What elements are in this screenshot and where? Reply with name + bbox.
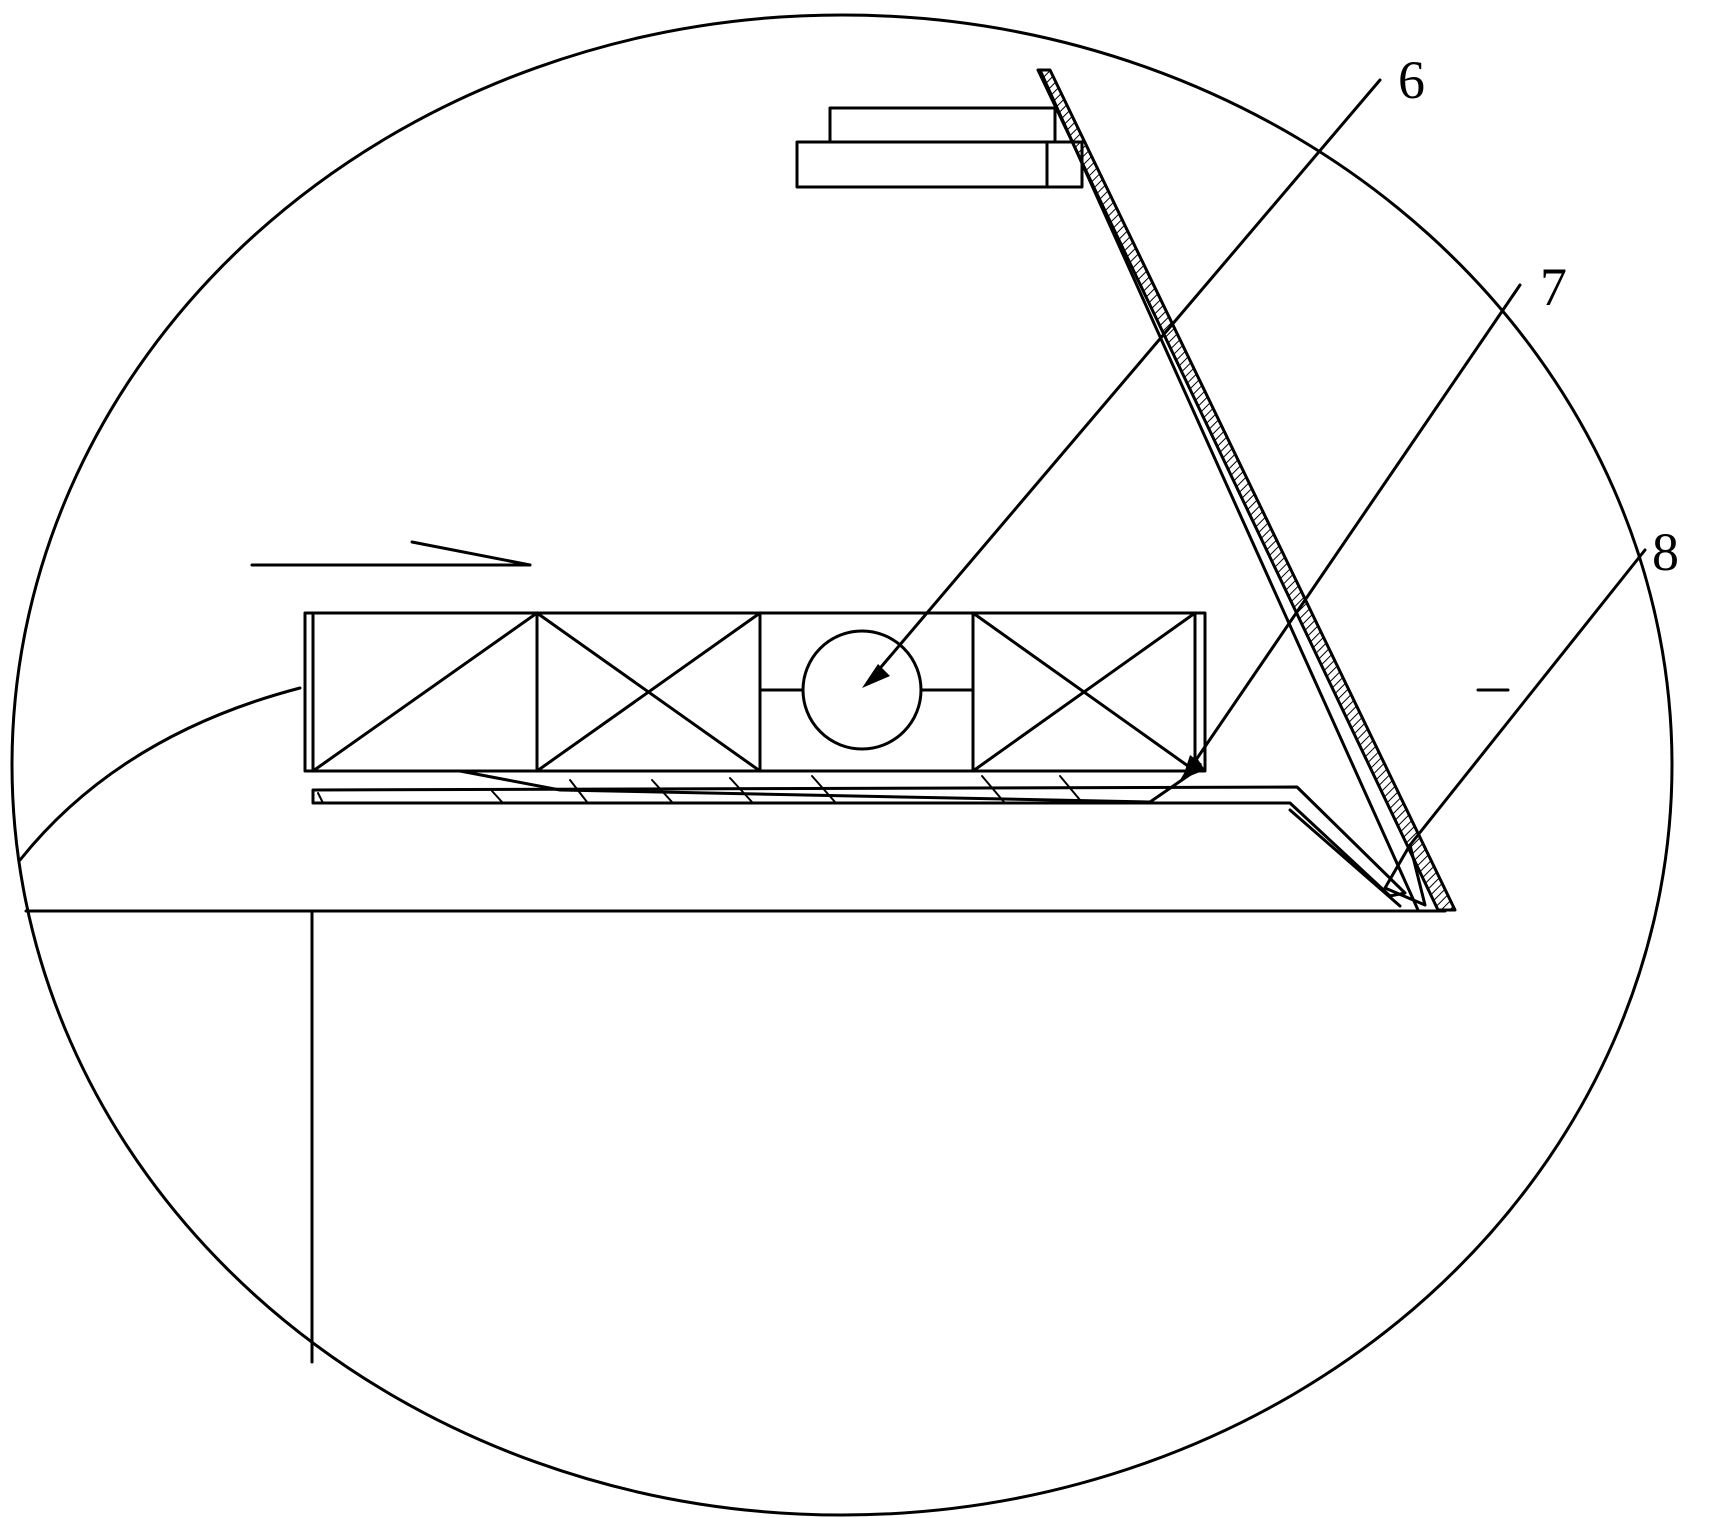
left-curved-surface	[18, 686, 302, 862]
support-plate-underside	[1288, 808, 1402, 908]
callout-label-6: 6	[1398, 50, 1425, 110]
top-plate-upper	[828, 106, 1057, 144]
top-plate-lower	[795, 140, 1049, 189]
leader-8	[1408, 548, 1647, 847]
left-cell-diagonal	[311, 611, 539, 773]
inclined-member-edge	[1038, 68, 1420, 912]
support-plate	[311, 785, 1407, 898]
roller-circle	[801, 629, 923, 751]
leader-7-arrowhead	[1182, 755, 1202, 780]
motion-line-upper	[410, 540, 532, 567]
callout-label-7: 7	[1540, 257, 1567, 317]
corner-wedge	[1383, 843, 1427, 907]
leader-7	[1183, 283, 1522, 778]
callout-label-8: 8	[1652, 522, 1679, 582]
leader-6	[868, 78, 1382, 682]
right-cell-diag-b	[971, 611, 1197, 773]
wedge-shim	[458, 769, 1197, 804]
leader-6-arrowhead	[862, 664, 890, 688]
mid-cell-diag-b	[535, 611, 762, 773]
main-frame	[303, 611, 1207, 773]
inclined-member	[1036, 68, 1457, 912]
plate-hatch-ticks	[317, 775, 1081, 804]
detail-circle	[10, 13, 1674, 1517]
